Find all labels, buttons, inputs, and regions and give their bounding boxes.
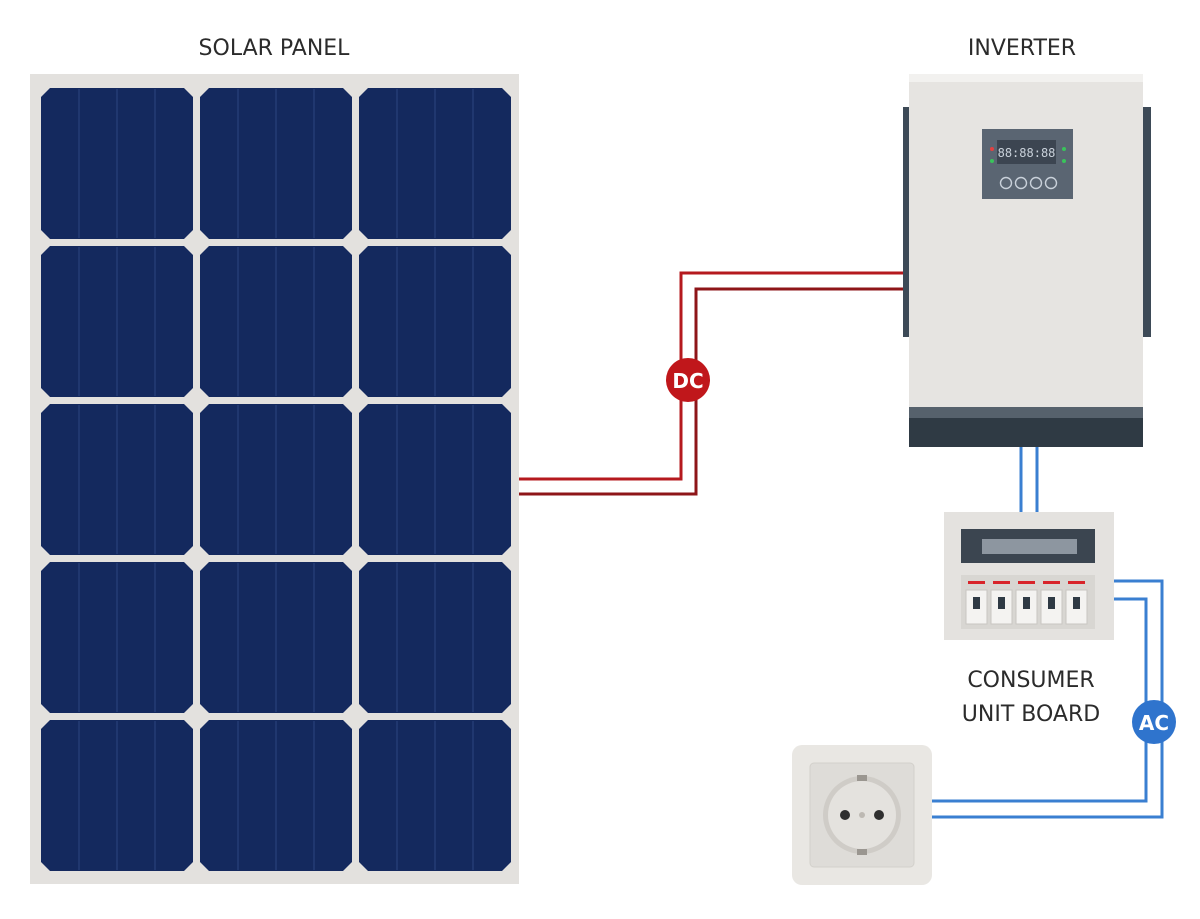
solar-cell [359, 404, 511, 555]
solar-panel [30, 74, 519, 884]
consumer-unit-label-line2: UNIT BOARD [962, 702, 1100, 727]
ac-wires [932, 447, 1164, 819]
solar-cell [200, 246, 352, 397]
circuit-breaker [1065, 581, 1088, 625]
status-led-green [1062, 147, 1066, 151]
consumer-unit-display [982, 539, 1077, 554]
status-led-red [990, 147, 994, 151]
dc-wires [519, 271, 907, 496]
ac-wire-board-to-socket [932, 597, 1148, 803]
solar-cell [359, 720, 511, 871]
socket-pin-hole [840, 810, 850, 820]
status-led-green [990, 159, 994, 163]
svg-text:DC: DC [672, 369, 703, 393]
solar-cell [200, 88, 352, 239]
inverter-button [1044, 176, 1058, 190]
solar-cell [200, 720, 352, 871]
consumer-unit-board [944, 512, 1114, 640]
solar-cell [41, 404, 193, 555]
solar-cell [41, 720, 193, 871]
inverter-display [997, 140, 1056, 164]
inverter-control-panel: 88:88:88 [982, 129, 1073, 199]
solar-cell [41, 246, 193, 397]
socket-pin-hole [874, 810, 884, 820]
solar-cell [359, 246, 511, 397]
solar-cell [41, 562, 193, 713]
inverter-button [1029, 176, 1043, 190]
inverter: 88:88:88 [903, 74, 1151, 447]
solar-cell [359, 562, 511, 713]
solar-cell-grid [41, 88, 511, 871]
dc-badge: DC [666, 358, 710, 402]
circuit-breaker [965, 581, 988, 625]
inverter-label: INVERTER [968, 36, 1076, 61]
solar-cell [359, 88, 511, 239]
solar-cell [200, 404, 352, 555]
status-led-green [1062, 159, 1066, 163]
breaker-row [965, 581, 1088, 625]
solar-cell [41, 88, 193, 239]
svg-text:88:88:88: 88:88:88 [998, 146, 1056, 160]
circuit-breaker [990, 581, 1013, 625]
dc-wire-negative [519, 287, 907, 496]
svg-text:AC: AC [1139, 711, 1169, 735]
circuit-breaker [1015, 581, 1038, 625]
solar-panel-label: SOLAR PANEL [199, 36, 351, 61]
solar-cell [200, 562, 352, 713]
inverter-button [1014, 176, 1028, 190]
ac-badge: AC [1132, 700, 1176, 744]
consumer-unit-label-line1: CONSUMER [967, 668, 1094, 693]
dc-wire-positive [519, 271, 907, 481]
inverter-button [999, 176, 1013, 190]
ac-wire-board-to-socket [932, 579, 1164, 819]
circuit-breaker [1040, 581, 1063, 625]
wall-socket [792, 745, 932, 885]
